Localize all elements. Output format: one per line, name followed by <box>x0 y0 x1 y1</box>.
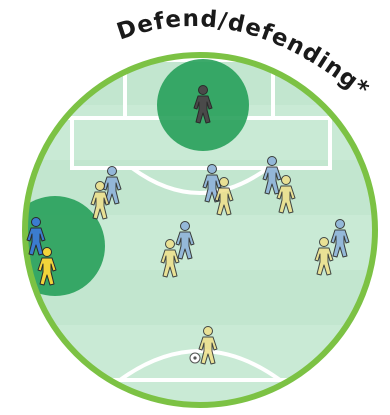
player-head <box>203 326 213 336</box>
player-body <box>175 231 195 260</box>
player-head <box>107 166 117 176</box>
attacker-figure <box>175 221 195 260</box>
defender-figure <box>90 181 110 220</box>
player-head <box>31 217 41 227</box>
player-body <box>214 187 234 216</box>
centre-circle <box>118 349 282 382</box>
defender-figure <box>314 237 334 276</box>
player-head <box>207 164 217 174</box>
defender-figure <box>214 177 234 216</box>
defender-figure <box>198 326 218 365</box>
penalty-area <box>70 118 332 170</box>
focus-attacker-figure <box>26 217 46 256</box>
player-head <box>165 239 175 249</box>
defender-figure <box>276 175 296 214</box>
player-body <box>193 95 213 124</box>
players-layer <box>26 85 350 365</box>
player-head <box>267 156 277 166</box>
player-head <box>335 219 345 229</box>
highlight-wing-zone <box>25 196 105 296</box>
player-body <box>198 336 218 365</box>
focus-defender-figure <box>37 247 57 286</box>
player-body <box>90 191 110 220</box>
player-head <box>95 181 105 191</box>
player-head <box>219 177 229 187</box>
player-body <box>102 176 122 205</box>
player-head <box>281 175 291 185</box>
player-head <box>319 237 329 247</box>
player-body <box>330 229 350 258</box>
attacker-figure <box>330 219 350 258</box>
football-icon <box>189 352 201 364</box>
defender-figure <box>160 239 180 278</box>
player-body <box>262 166 282 195</box>
player-head <box>198 85 208 95</box>
player-body <box>314 247 334 276</box>
player-head <box>180 221 190 231</box>
player-head <box>42 247 52 257</box>
penalty-arc <box>130 166 270 195</box>
attacker-figure <box>102 166 122 205</box>
pitch-border <box>22 52 378 408</box>
player-body <box>276 185 296 214</box>
player-body <box>37 257 57 286</box>
goalkeeper-figure <box>193 85 213 124</box>
player-body <box>26 227 46 256</box>
player-body <box>160 249 180 278</box>
attacker-figure <box>262 156 282 195</box>
